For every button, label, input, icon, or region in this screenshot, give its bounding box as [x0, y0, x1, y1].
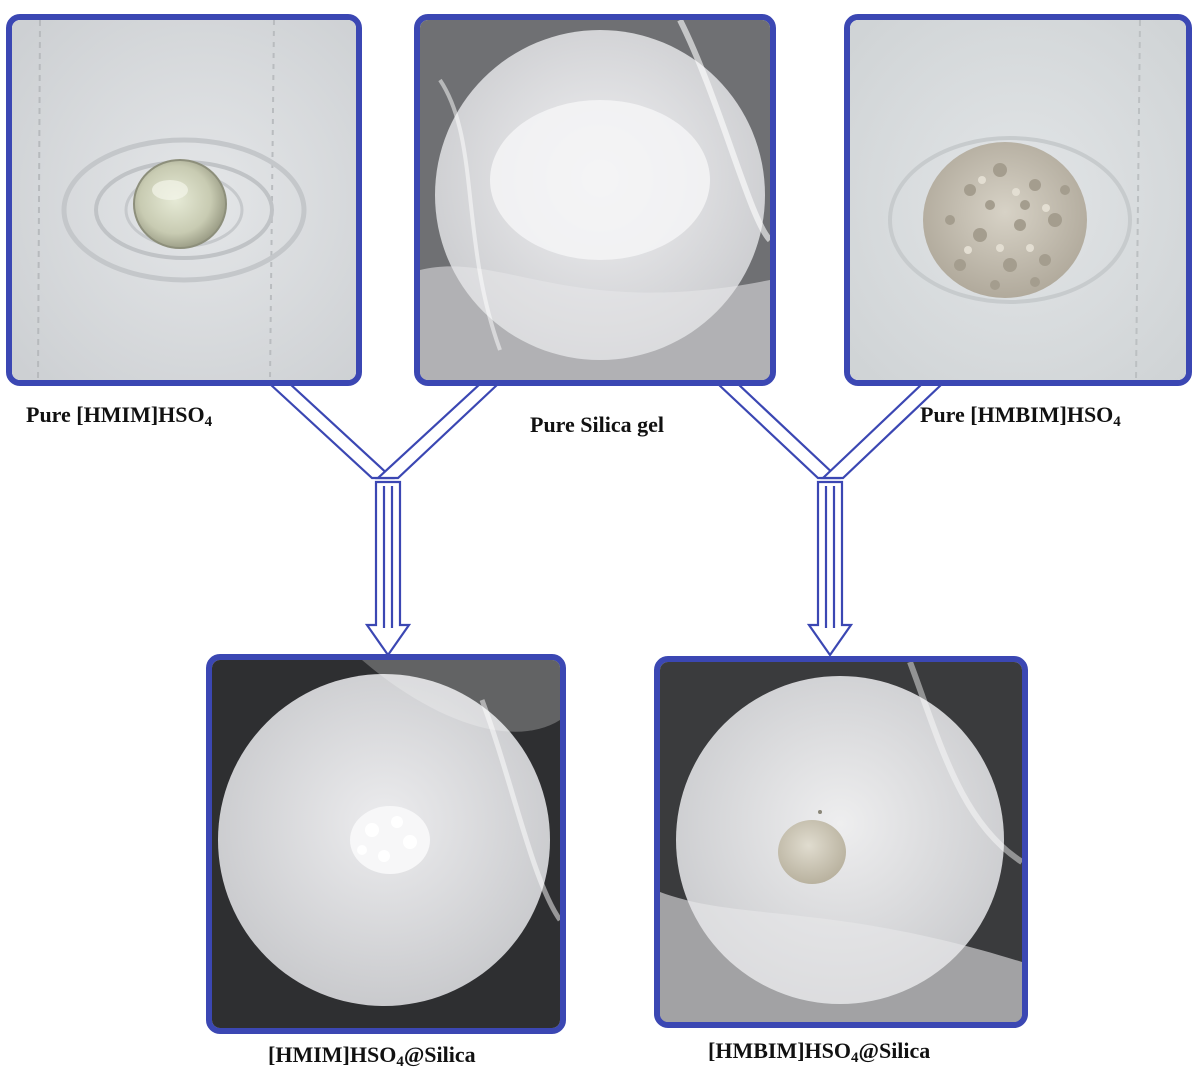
panel-pure-hmim-photo	[6, 14, 362, 386]
hmim-silica-photo	[212, 660, 560, 1028]
panel-pure-hmbim-photo	[844, 14, 1192, 386]
arrow-hmbim-to-merge	[823, 384, 942, 478]
panel-hmim-silica-photo	[206, 654, 566, 1034]
panel-pure-silica-photo	[414, 14, 776, 386]
arrow-down-right	[809, 482, 851, 655]
arrow-hmim-to-merge	[270, 384, 392, 478]
panel-hmbim-silica-photo	[654, 656, 1028, 1028]
granules-photo	[850, 20, 1186, 380]
label-pure-hmbim: Pure [HMBIM]HSO4	[920, 404, 1121, 426]
hmbim-silica-photo	[660, 662, 1022, 1022]
label-hmim-silica: [HMIM]HSO4@Silica	[268, 1044, 476, 1066]
liquid-droplet-photo	[12, 20, 356, 380]
label-hmbim-silica: [HMBIM]HSO4@Silica	[708, 1040, 930, 1062]
arrow-down-left	[367, 482, 409, 655]
arrow-silica-to-merge-left	[378, 384, 498, 478]
arrow-silica-to-merge-right	[718, 384, 838, 478]
label-pure-silica: Pure Silica gel	[530, 414, 664, 436]
silica-gel-photo	[420, 20, 770, 380]
label-pure-hmim: Pure [HMIM]HSO4	[26, 404, 212, 426]
